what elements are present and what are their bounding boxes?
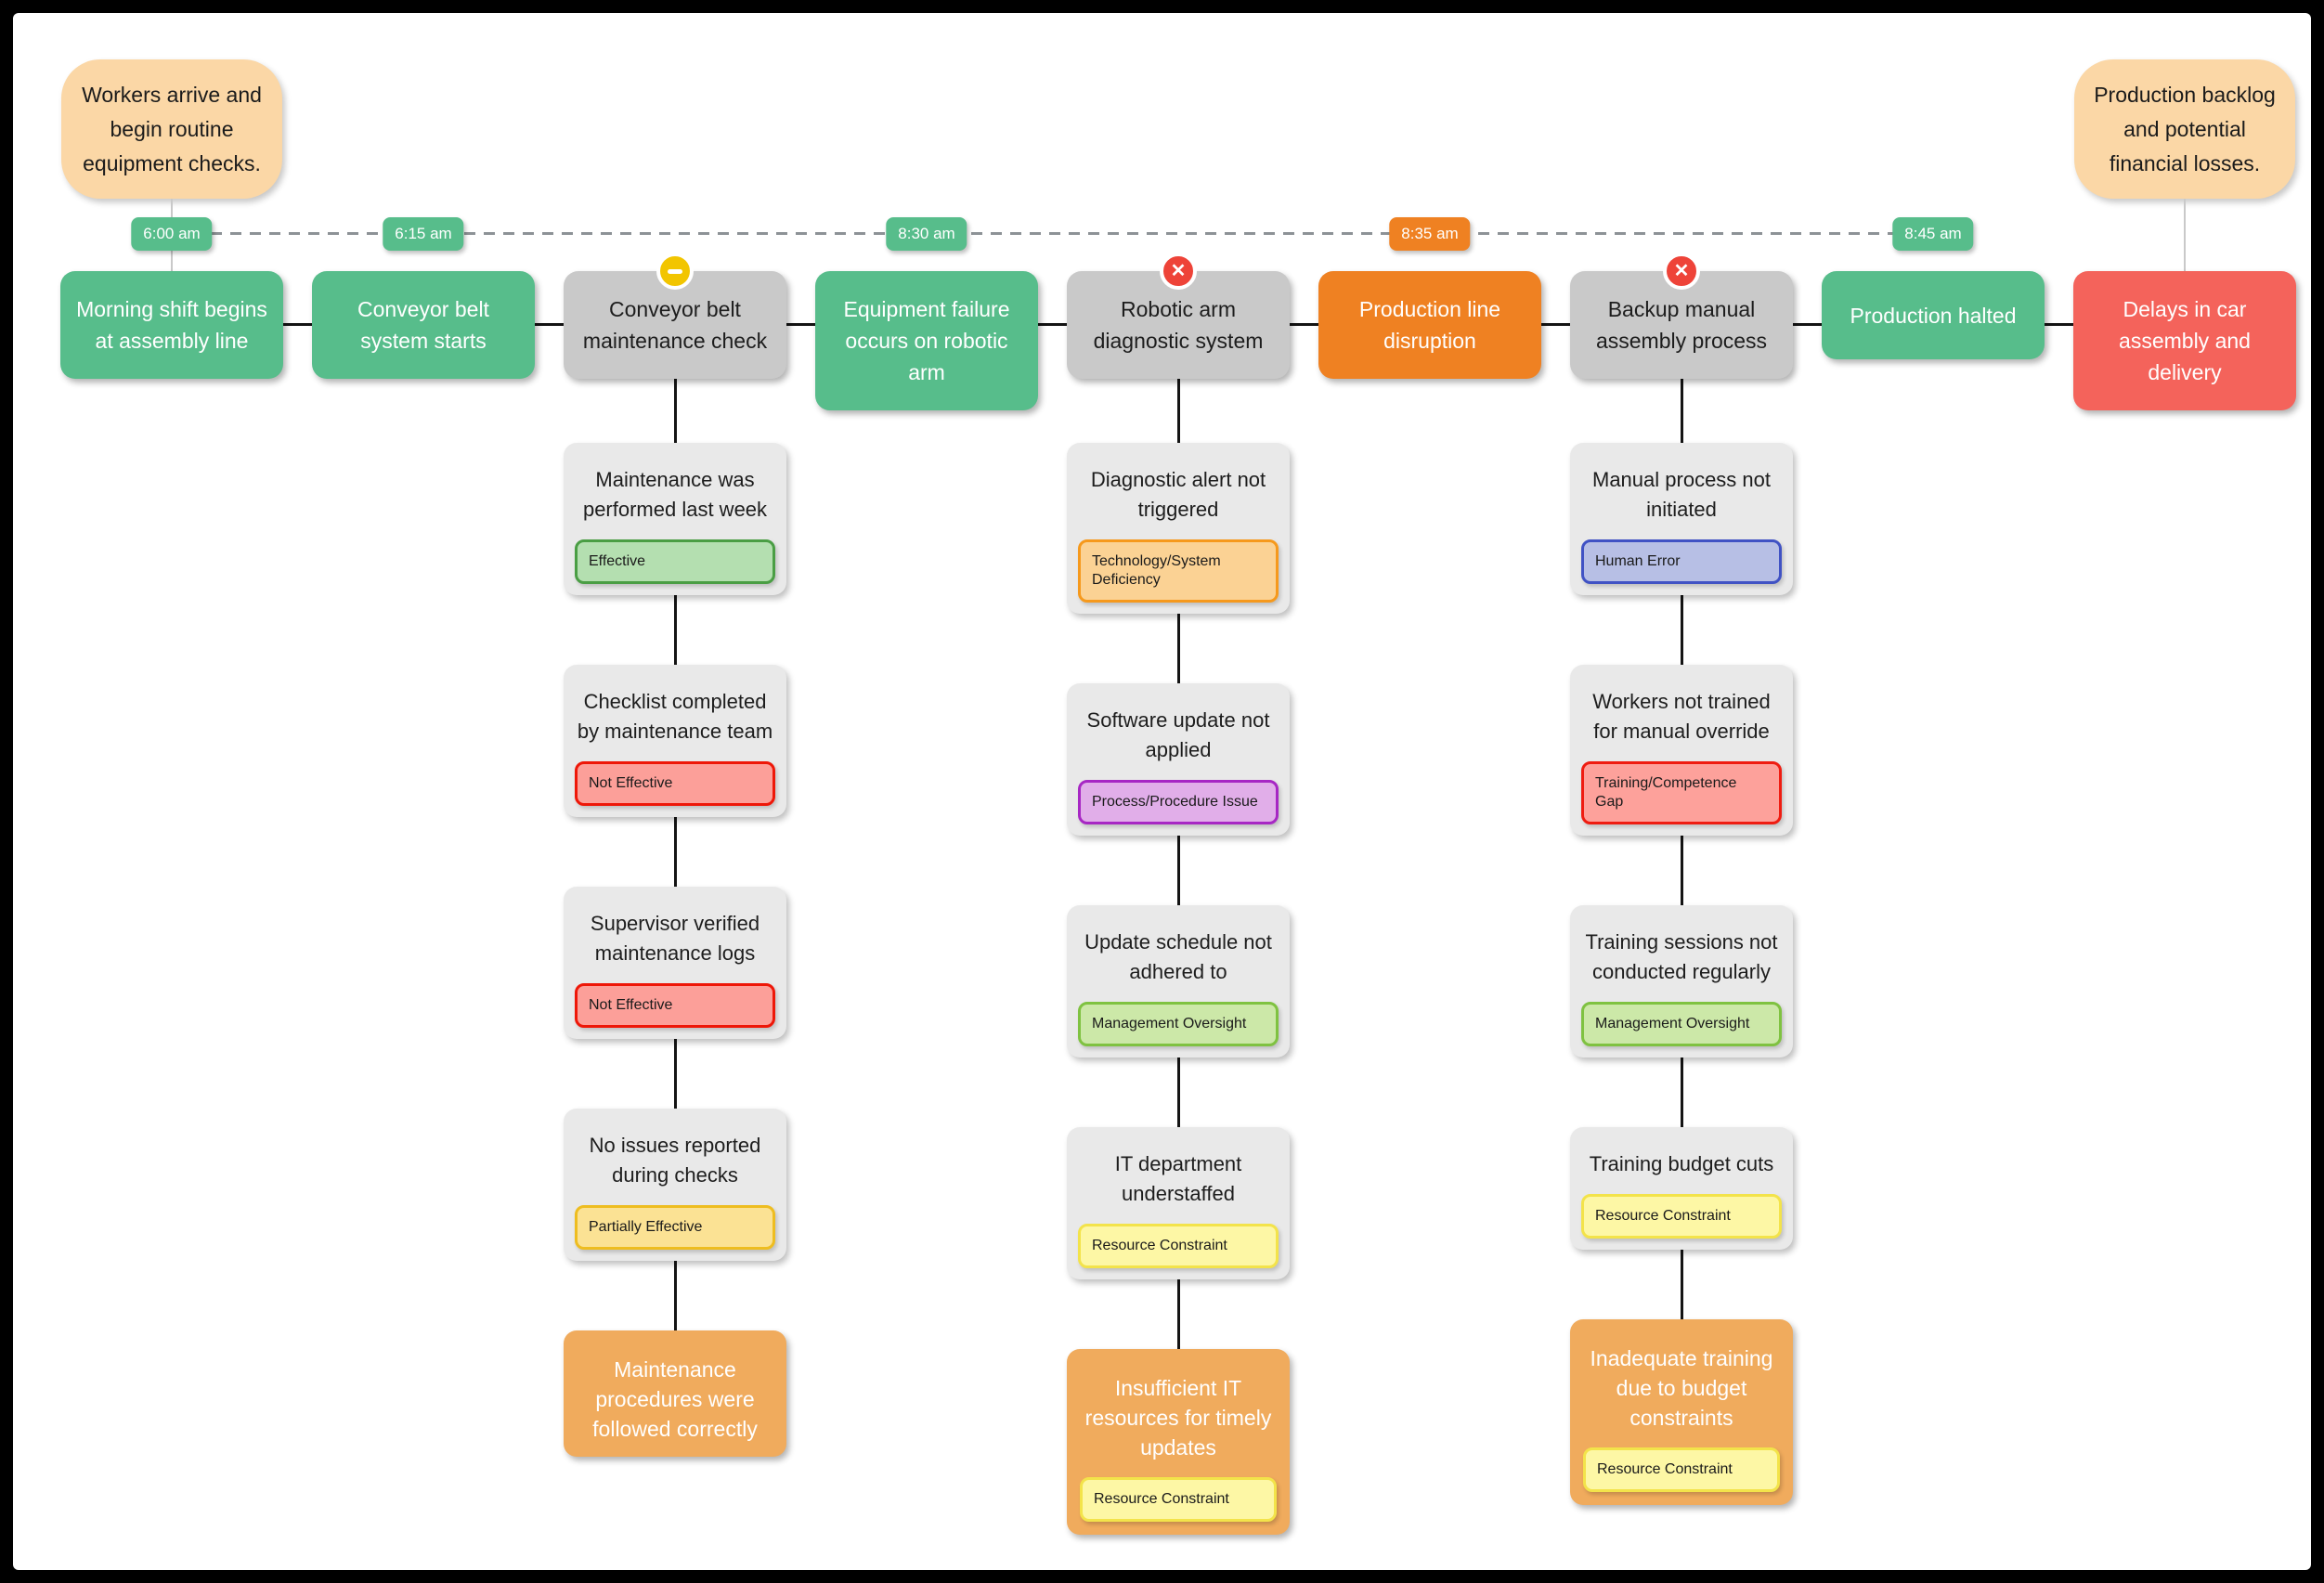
cause-tag-training-competence-gap[interactable]: Training/Competence Gap bbox=[1581, 761, 1782, 824]
root-cause-node-inadequate-training-due-to-budget-constr[interactable]: Inadequate training due to budget constr… bbox=[1570, 1319, 1793, 1505]
event-node-robotic-arm-diagnostic-system[interactable]: Robotic arm diagnostic system ✕ bbox=[1067, 253, 1290, 379]
time-badge-8-30-am[interactable]: 8:30 am bbox=[886, 217, 967, 251]
cause-card-title: Workers not trained for manual override bbox=[1592, 690, 1771, 743]
cause-card-title: Software update not applied bbox=[1086, 708, 1270, 761]
cause-tag-technology-system-deficiency[interactable]: Technology/System Deficiency bbox=[1078, 539, 1279, 603]
cause-tag-effective[interactable]: Effective bbox=[575, 539, 775, 584]
status-x-icon[interactable]: ✕ bbox=[1160, 253, 1197, 290]
event-node-label: Morning shift begins at assembly line bbox=[76, 297, 267, 353]
cause-tag-resource-constraint[interactable]: Resource Constraint bbox=[1078, 1224, 1279, 1268]
end-note-connector-line bbox=[2184, 199, 2186, 271]
cause-card-title: Training budget cuts bbox=[1589, 1152, 1774, 1175]
root-cause-title: Maintenance procedures were followed cor… bbox=[592, 1357, 758, 1441]
event-node-label: Robotic arm diagnostic system bbox=[1093, 297, 1264, 353]
event-node-label: Production halted bbox=[1850, 303, 2017, 328]
event-node-equipment-failure-occurs-on-robotic-arm[interactable]: Equipment failure occurs on robotic arm bbox=[815, 271, 1038, 410]
column-connector-line bbox=[1680, 377, 1683, 1389]
event-node-conveyor-belt-system-starts[interactable]: Conveyor belt system starts bbox=[312, 271, 535, 379]
cause-tag-not-effective[interactable]: Not Effective bbox=[575, 761, 775, 806]
cause-tag-human-error[interactable]: Human Error bbox=[1581, 539, 1782, 584]
event-node-production-halted[interactable]: Production halted bbox=[1822, 271, 2045, 359]
cause-tag-management-oversight[interactable]: Management Oversight bbox=[1078, 1002, 1279, 1046]
event-connector-line bbox=[1541, 323, 1570, 326]
event-node-conveyor-belt-maintenance-check[interactable]: Conveyor belt maintenance check bbox=[564, 253, 786, 379]
event-connector-line bbox=[2045, 323, 2073, 326]
cause-tag-resource-constraint[interactable]: Resource Constraint bbox=[1581, 1194, 1782, 1239]
root-cause-node-insufficient-it-resources-for-timely-upd[interactable]: Insufficient IT resources for timely upd… bbox=[1067, 1349, 1290, 1535]
event-node-label: Conveyor belt system starts bbox=[357, 297, 489, 353]
cause-card-title: IT department understaffed bbox=[1114, 1152, 1242, 1205]
cause-tag-partially-effective[interactable]: Partially Effective bbox=[575, 1205, 775, 1250]
cause-card-title: Training sessions not conducted regularl… bbox=[1585, 930, 1778, 983]
time-badge-8-45-am[interactable]: 8:45 am bbox=[1892, 217, 1974, 251]
time-badge-6-15-am[interactable]: 6:15 am bbox=[383, 217, 464, 251]
cause-card-title: Manual process not initiated bbox=[1592, 468, 1771, 521]
event-node-backup-manual-assembly-process[interactable]: Backup manual assembly process ✕ bbox=[1570, 253, 1793, 379]
cause-tag-not-effective[interactable]: Not Effective bbox=[575, 983, 775, 1028]
root-cause-node-maintenance-procedures-were-followed-cor[interactable]: Maintenance procedures were followed cor… bbox=[564, 1330, 786, 1457]
start-note-bubble[interactable]: Workers arrive and begin routine equipme… bbox=[61, 59, 282, 199]
diagram-canvas: Workers arrive and begin routine equipme… bbox=[13, 13, 2311, 1570]
event-node-label: Equipment failure occurs on robotic arm bbox=[843, 297, 1010, 384]
status-icon-glyph: ✕ bbox=[1673, 261, 1690, 281]
event-node-morning-shift-begins-at-assembly-line[interactable]: Morning shift begins at assembly line bbox=[60, 271, 283, 379]
end-note-text: Production backlog and potential financi… bbox=[2094, 82, 2276, 175]
timeline-dashed-line bbox=[172, 232, 1933, 235]
cause-card-title: Update schedule not adhered to bbox=[1084, 930, 1272, 983]
event-connector-line bbox=[535, 323, 564, 326]
event-node-label: Delays in car assembly and delivery bbox=[2119, 297, 2251, 384]
cause-card-title: Maintenance was performed last week bbox=[582, 468, 768, 521]
root-cause-title: Insufficient IT resources for timely upd… bbox=[1084, 1376, 1272, 1460]
event-connector-line bbox=[1038, 323, 1067, 326]
event-connector-line bbox=[283, 323, 312, 326]
column-connector-line bbox=[1176, 377, 1180, 1389]
event-node-label: Backup manual assembly process bbox=[1595, 297, 1768, 353]
cause-tag-management-oversight[interactable]: Management Oversight bbox=[1581, 1002, 1782, 1046]
status-icon-glyph: ✕ bbox=[1170, 261, 1187, 281]
event-connector-line bbox=[1793, 323, 1822, 326]
event-node-label: Production line disruption bbox=[1358, 297, 1501, 353]
cause-tag-process-procedure-issue[interactable]: Process/Procedure Issue bbox=[1078, 780, 1279, 824]
status-x-icon[interactable]: ✕ bbox=[1663, 253, 1700, 290]
time-badge-8-35-am[interactable]: 8:35 am bbox=[1389, 217, 1471, 251]
end-note-bubble[interactable]: Production backlog and potential financi… bbox=[2074, 59, 2295, 199]
status-icon-glyph bbox=[668, 268, 682, 274]
root-cause-title: Inadequate training due to budget constr… bbox=[1590, 1346, 1773, 1430]
column-connector-line bbox=[673, 377, 677, 1389]
event-node-label: Conveyor belt maintenance check bbox=[582, 297, 768, 353]
root-cause-tag-resource-constraint[interactable]: Resource Constraint bbox=[1080, 1477, 1277, 1522]
cause-card-title: Diagnostic alert not triggered bbox=[1090, 468, 1266, 521]
time-badge-6-00-am[interactable]: 6:00 am bbox=[131, 217, 213, 251]
cause-card-training-sessions-not-conducted-regularl[interactable]: Training sessions not conducted regularl… bbox=[1570, 905, 1793, 1057]
root-cause-tag-resource-constraint[interactable]: Resource Constraint bbox=[1583, 1447, 1780, 1492]
event-node-delays-in-car-assembly-and-delivery[interactable]: Delays in car assembly and delivery bbox=[2073, 271, 2296, 410]
event-connector-line bbox=[786, 323, 815, 326]
cause-card-title: Checklist completed by maintenance team bbox=[577, 690, 773, 743]
event-connector-line bbox=[1290, 323, 1318, 326]
cause-card-title: Supervisor verified maintenance logs bbox=[590, 912, 760, 965]
event-node-production-line-disruption[interactable]: Production line disruption bbox=[1318, 271, 1541, 379]
status-minus-icon[interactable] bbox=[656, 253, 694, 290]
cause-card-update-schedule-not-adhered-to[interactable]: Update schedule not adhered to Management… bbox=[1067, 905, 1290, 1057]
start-note-text: Workers arrive and begin routine equipme… bbox=[82, 82, 262, 175]
cause-card-title: No issues reported during checks bbox=[589, 1134, 761, 1187]
